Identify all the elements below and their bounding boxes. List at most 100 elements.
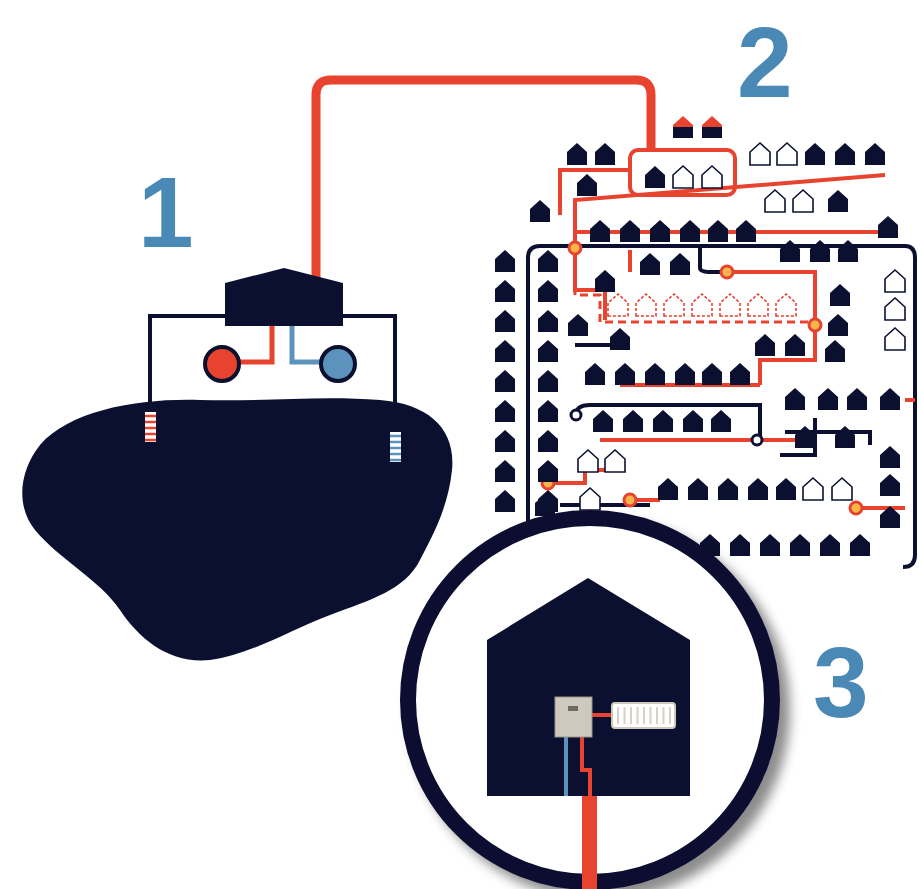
detail-view [408, 518, 772, 889]
house [680, 220, 700, 242]
radiator-rib [669, 707, 671, 724]
house [585, 363, 605, 385]
house [568, 314, 588, 336]
house [828, 314, 848, 336]
house [865, 143, 885, 165]
service-pipe [582, 796, 597, 889]
well-screen-cold [390, 432, 401, 462]
house [795, 426, 815, 448]
house [495, 310, 515, 332]
house [835, 426, 855, 448]
house [636, 294, 656, 316]
house [673, 116, 693, 138]
plant-building [225, 268, 343, 326]
house [847, 388, 867, 410]
house [760, 534, 780, 556]
house [595, 143, 615, 165]
house [880, 446, 900, 468]
house [538, 310, 558, 332]
callout-number: 3 [813, 632, 869, 732]
junctions [542, 242, 862, 514]
house [495, 340, 515, 362]
house [645, 363, 665, 385]
house [605, 450, 625, 472]
house [878, 216, 898, 238]
house [785, 334, 805, 356]
planned-pipe [575, 248, 815, 322]
house [578, 450, 598, 472]
radiator-rib [643, 707, 645, 724]
house [780, 240, 800, 262]
house [495, 370, 515, 392]
radiator-rib [624, 707, 626, 724]
radiator-rib [656, 707, 658, 724]
house [708, 220, 728, 242]
house [885, 328, 905, 350]
house [885, 298, 905, 320]
house [650, 220, 670, 242]
house [730, 534, 750, 556]
house [595, 270, 615, 292]
house [838, 240, 858, 262]
house [535, 494, 555, 516]
house [702, 363, 722, 385]
house [793, 190, 813, 212]
house [567, 143, 587, 165]
house [675, 363, 695, 385]
house [593, 410, 613, 432]
house [828, 190, 848, 212]
house [658, 478, 678, 500]
house [885, 270, 905, 292]
ground-blob [22, 398, 452, 660]
house [748, 294, 768, 316]
cold-tank [321, 347, 355, 381]
house [673, 166, 693, 188]
house [790, 534, 810, 556]
house [820, 534, 840, 556]
house [777, 143, 797, 165]
radiator-rib [630, 707, 632, 724]
house [640, 253, 660, 275]
house [702, 166, 722, 188]
connected-block [630, 150, 735, 195]
house [653, 410, 673, 432]
house [832, 478, 852, 500]
network-pipe-warm [548, 170, 915, 508]
house [810, 240, 830, 262]
house [835, 143, 855, 165]
house [530, 200, 550, 222]
house [538, 340, 558, 362]
house [750, 143, 770, 165]
house [748, 478, 768, 500]
house [776, 294, 796, 316]
house [608, 294, 628, 316]
house [711, 410, 731, 432]
house [495, 250, 515, 272]
house [755, 334, 775, 356]
radiator-rib [617, 707, 619, 724]
detail-house [487, 578, 690, 796]
flow-pipe [582, 737, 590, 796]
house [818, 388, 838, 410]
house [495, 400, 515, 422]
house [670, 253, 690, 275]
house [538, 370, 558, 392]
house [702, 116, 722, 138]
house [615, 363, 635, 385]
house [880, 474, 900, 496]
network-pipe-cold [560, 248, 870, 505]
supply-pipe [316, 80, 651, 282]
well-frame [150, 316, 395, 432]
radiator-pipe [592, 713, 612, 717]
house [610, 328, 630, 350]
house [623, 410, 643, 432]
house [736, 220, 756, 242]
house [718, 478, 738, 500]
cold-pipe [292, 326, 322, 362]
house [664, 294, 684, 316]
house [688, 478, 708, 500]
callout-number: 2 [737, 12, 793, 112]
house [620, 220, 640, 242]
